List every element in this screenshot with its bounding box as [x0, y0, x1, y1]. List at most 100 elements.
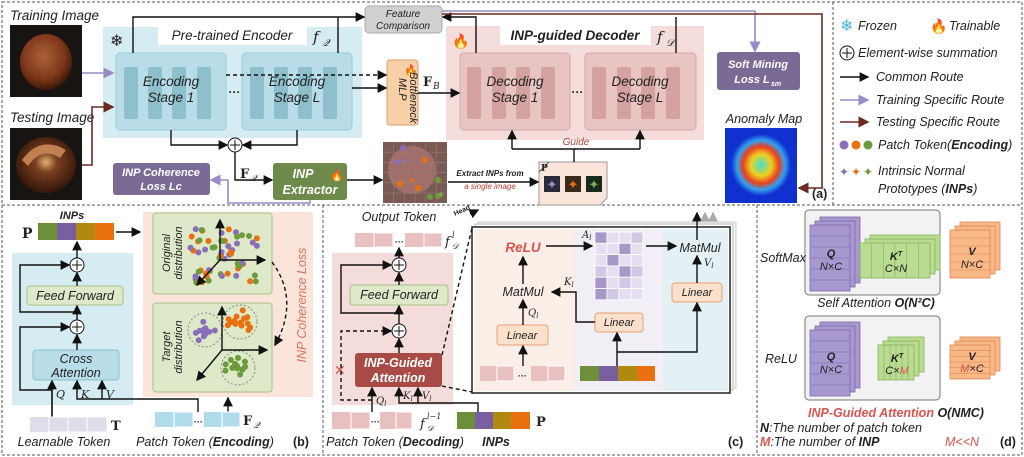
stage-label: Stage L — [274, 90, 321, 105]
inps-label: INPs — [482, 435, 510, 449]
soft-mining-label: Soft Mining — [728, 59, 788, 71]
scatter-dot — [239, 366, 246, 373]
inp-guided-attention-box — [355, 353, 442, 387]
stage-label: Decoding — [486, 74, 544, 89]
scatter-dot — [246, 233, 253, 240]
f-b-sub: B — [432, 82, 440, 92]
scatter-dot — [222, 361, 229, 368]
stage-label: Stage 1 — [492, 90, 539, 105]
scatter-dot — [203, 270, 210, 277]
inp-guided-attention-label: INP-Guided — [364, 356, 432, 370]
attention-cell — [606, 242, 620, 256]
patch-token-dot — [400, 145, 406, 151]
f-q-sub: 𝒬 — [250, 174, 258, 184]
patch-token-dot — [427, 194, 433, 200]
encoder-symbol: f — [312, 28, 321, 46]
v-l-label: Vl — [704, 258, 713, 270]
matmul-label: MatMul — [503, 285, 545, 299]
training-image-label: Training Image — [10, 8, 99, 23]
stage-label: Encoding — [269, 74, 326, 89]
softmax-label: SoftMax — [760, 251, 807, 265]
panel-label-b: (b) — [293, 435, 309, 449]
panel-label-d: (d) — [1000, 435, 1016, 449]
v-label: V — [968, 351, 977, 363]
f-q-symbol: F — [240, 167, 250, 182]
decoder-symbol: f — [656, 28, 665, 46]
q-dims: N×C — [820, 364, 842, 376]
scatter-dot — [233, 229, 240, 236]
panel-c-arrows — [340, 227, 479, 412]
stage-label: Encoding — [143, 74, 200, 89]
feature-comparison-label: Feature — [386, 9, 421, 20]
attention-matrix — [594, 231, 644, 301]
f-q-sub: 𝒬 — [253, 421, 261, 431]
scatter-dot — [234, 240, 241, 247]
target-distribution-label: distribution — [173, 320, 185, 373]
guide-label: Guide — [563, 137, 590, 148]
p-symbol: P — [22, 226, 33, 242]
stage-ellipsis: ··· — [228, 85, 240, 99]
legend-patch-token: Patch Token(Encoding) — [878, 138, 1012, 152]
scatter-dot — [253, 242, 260, 249]
q-label: Q — [827, 351, 836, 363]
scatter-dot — [211, 327, 218, 334]
stage-ellipsis: ··· — [571, 85, 583, 99]
scatter-dot — [195, 249, 202, 256]
v-dims: N×C — [961, 259, 983, 271]
relu-label: ReLU — [765, 352, 798, 366]
inp-guided-attention-label: Attention — [370, 371, 426, 385]
token-ellipsis: ··· — [371, 417, 380, 427]
patch-token-dot-icon — [839, 140, 849, 150]
coherence-loss-label: Loss Lc — [140, 181, 182, 193]
scatter-dot — [205, 238, 212, 245]
patch-token-dot — [397, 181, 403, 187]
attention-cell — [594, 242, 608, 256]
k-l-label: Kl — [402, 391, 413, 403]
linear-label: Linear — [507, 330, 539, 342]
q-l-label: Ql — [528, 308, 538, 320]
inp-star-icon: ✦ — [851, 165, 861, 179]
linear-label: Linear — [682, 287, 714, 299]
scatter-dot — [196, 237, 203, 244]
kt-label: KT — [890, 251, 903, 263]
anomaly-map-label: Anomaly Map — [725, 112, 802, 126]
attention-cell — [630, 231, 644, 244]
attention-cell — [594, 288, 608, 301]
inp-star-icon: ✦ — [863, 165, 873, 179]
kt-dims: C×M — [885, 365, 909, 377]
head-label: Head — [453, 204, 471, 218]
scatter-dot — [253, 235, 260, 242]
attention-cell — [606, 231, 620, 244]
patch-token-decoding-label: Patch Token (Decoding) — [326, 435, 464, 449]
inp-token-bar — [457, 412, 530, 429]
scatter-dot — [195, 337, 202, 344]
output-token-label: Output Token — [362, 210, 437, 224]
soft-mining-label: Loss L — [734, 74, 770, 86]
soft-mining-sub: sm — [771, 81, 781, 88]
scatter-dot — [234, 365, 241, 372]
inp-extractor-box[interactable] — [273, 163, 347, 200]
inp-extractor-label: INP — [293, 167, 315, 181]
routes — [82, 10, 823, 204]
patch-token-dot — [415, 185, 421, 191]
attention-cell — [594, 265, 608, 278]
v-dims: M×C — [960, 363, 984, 375]
patch-token-dot-icon — [863, 140, 873, 150]
decoder-title-box — [500, 26, 651, 45]
extract-inps-label: Extract INPs from — [456, 169, 523, 178]
inp-star-icon: ✦ — [839, 165, 849, 179]
inp-coherence-loss-box — [113, 163, 210, 195]
attention-cell — [618, 288, 632, 301]
head-arrow — [468, 209, 480, 219]
attention-cell — [618, 265, 632, 278]
v-label: V — [106, 388, 115, 401]
q-dims: N×C — [820, 261, 842, 273]
scatter-dot — [198, 227, 205, 234]
f-d-symbol: f — [444, 235, 452, 250]
scatter-dot — [225, 226, 232, 233]
panel-label-c: (c) — [728, 435, 743, 449]
original-distribution-label: Original — [161, 233, 173, 271]
decoding-stage-l: Decoding Stage L — [584, 52, 697, 131]
legend-frozen: Frozen — [858, 19, 897, 33]
